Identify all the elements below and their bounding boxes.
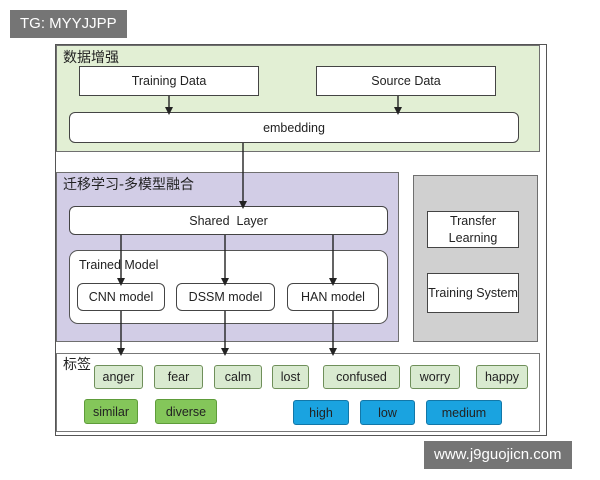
tag-low: low [360,400,415,425]
tag-fear: fear [154,365,203,389]
watermark-url: www.j9guojicn.com [424,441,572,469]
source-data-box: Source Data [316,66,496,96]
embedding-label: embedding [263,120,325,135]
training-data-box: Training Data [79,66,259,96]
tag-anger: anger [94,365,143,389]
tag-high-label: high [309,405,333,420]
tag-happy: happy [476,365,528,389]
training-system-box: Training System [427,273,519,313]
tag-lost: lost [272,365,309,389]
tag-confused: confused [323,365,400,389]
watermark-url-text: www.j9guojicn.com [434,446,562,463]
dssm-model-label: DSSM model [188,290,263,304]
tag-anger-label: anger [102,370,135,384]
tag-happy-label: happy [484,370,520,384]
trained-model-label: Trained Model [79,258,159,272]
tag-lost-label: lost [280,370,301,384]
han-model-label: HAN model [301,290,365,304]
transfer-learning-box: Transfer Learning [427,211,519,248]
tag-low-label: low [378,405,397,420]
tag-fear-label: fear [167,370,190,384]
tag-diverse: diverse [155,399,217,424]
tag-medium: medium [426,400,502,425]
transfer-learning-label: Transfer Learning [448,214,498,245]
tag-worry-label: worry [419,370,451,384]
cnn-model-label: CNN model [88,290,154,304]
han-model-box: HAN model [287,283,379,311]
training-data-label: Training Data [131,74,207,88]
dssm-model-box: DSSM model [176,283,275,311]
tag-calm-label: calm [224,370,252,384]
labels-title: 标签 [63,357,91,373]
tag-medium-label: medium [441,405,487,420]
tag-diverse-label: diverse [165,404,207,419]
tag-similar: similar [84,399,138,424]
tag-similar-label: similar [92,404,130,419]
side-panel [413,175,538,342]
source-data-label: Source Data [371,74,441,88]
training-system-label: Training System [428,285,518,300]
tag-worry: worry [410,365,460,389]
shared-layer-label: Shared Layer [189,213,268,228]
tag-confused-label: confused [336,370,387,384]
watermark-tag-text: TG: MYYJJPP [20,15,117,32]
tag-high: high [293,400,349,425]
shared-layer-box: Shared Layer [69,206,388,235]
watermark-tag: TG: MYYJJPP [10,10,127,38]
embedding-box: embedding [69,112,519,143]
cnn-model-box: CNN model [77,283,165,311]
tag-calm: calm [214,365,262,389]
data-augmentation-title: 数据增强 [63,50,119,66]
model-fusion-title: 迁移学习-多模型融合 [63,177,195,193]
